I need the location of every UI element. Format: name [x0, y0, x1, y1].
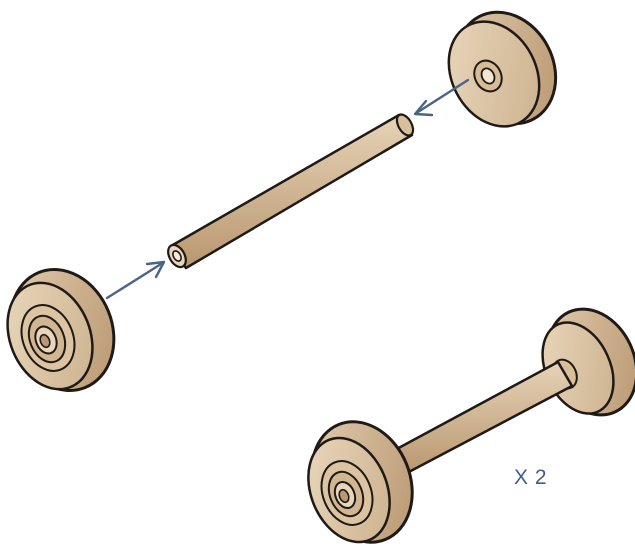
assembled-wheel-far	[541, 307, 635, 417]
quantity-label: X 2	[514, 466, 548, 489]
wheel-top-right	[447, 10, 558, 128]
axle-loose	[167, 113, 415, 270]
arrow-into-axle	[105, 260, 166, 300]
arrow-into-top-wheel	[413, 78, 470, 117]
assembled-axle-shaft	[391, 360, 574, 476]
wheel-bottom-left	[6, 268, 116, 392]
assembled-wheel-near	[307, 420, 414, 544]
assembled-axle	[307, 307, 635, 544]
